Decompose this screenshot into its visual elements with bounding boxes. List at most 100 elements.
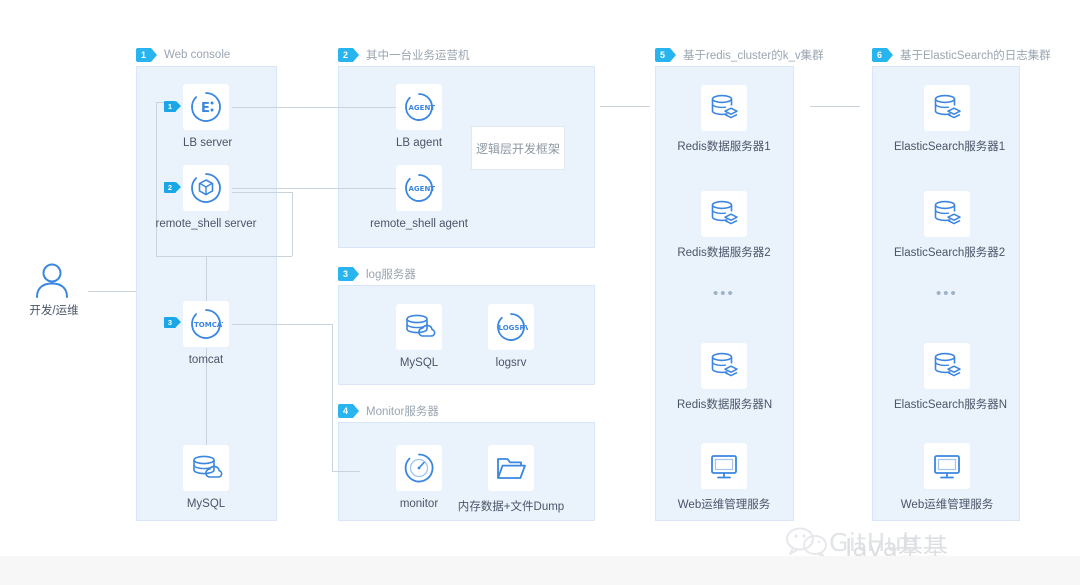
node-label: LB server (183, 137, 233, 149)
connector-bracket-top (156, 102, 170, 103)
connector-bracket-bottom (156, 256, 206, 257)
node-redis-2[interactable]: Redis数据服务器2 (677, 191, 771, 260)
svg-text:E: E (201, 101, 210, 116)
connector-tomcat-right (232, 324, 333, 325)
node-label: ElasticSearch服务器1 (894, 141, 1006, 153)
node-es-n[interactable]: ElasticSearch服务器N (894, 343, 1007, 412)
section-label-5: 基于redis_cluster的k_v集群 (683, 50, 824, 62)
section-number-4: 4 (338, 404, 359, 418)
watermark-github-text: GitHub (829, 527, 919, 557)
node-redis-1[interactable]: Redis数据服务器1 (677, 85, 771, 154)
node-logsrv[interactable]: LOGSRV logsrv (488, 304, 534, 369)
section-number-5: 5 (655, 48, 676, 62)
node-label: ElasticSearch服务器N (894, 399, 1008, 411)
es-ellipsis: ••• (936, 285, 958, 302)
database-stack-icon (924, 343, 970, 389)
connector-rs-right-down (292, 192, 293, 256)
tomcat-icon: TOMCAT (183, 301, 229, 347)
mysql-icon (396, 304, 442, 350)
node-remote-shell-agent[interactable]: AGENT remote_shell agent (370, 165, 468, 230)
section-header-log-server: 3 log服务器 (338, 266, 416, 282)
section-label-3: log服务器 (366, 269, 416, 281)
node-redis-web-ops[interactable]: Web运维管理服务 (678, 443, 770, 512)
user-icon (28, 262, 80, 298)
connector-redis-to-es (810, 106, 860, 107)
panel-monitor-server (338, 422, 595, 521)
node-lb-server[interactable]: E LB server (183, 84, 233, 149)
actor-label: 开发/运维 (29, 305, 79, 317)
node-memory-file-dump[interactable]: 内存数据+文件Dump (458, 445, 564, 514)
node-label: tomcat (188, 354, 224, 366)
section-label-2: 其中一台业务运营机 (366, 50, 470, 62)
connector-bracket-left (156, 102, 157, 256)
remote-shell-server-icon (183, 165, 229, 211)
gauge-icon (396, 445, 442, 491)
flag-badge-2: 2 (164, 182, 181, 193)
node-label: monitor (399, 498, 439, 510)
node-redis-n[interactable]: Redis数据服务器N (677, 343, 772, 412)
node-tomcat[interactable]: TOMCAT tomcat (183, 301, 229, 366)
flag-badge-1: 1 (164, 101, 181, 112)
connector-lb-server-to-lb-agent (232, 107, 406, 108)
flag-badge-3: 3 (164, 317, 181, 328)
node-label: MySQL (186, 498, 226, 510)
connector-rs-right (232, 192, 292, 193)
connector-actor-to-console (88, 291, 136, 292)
node-log-mysql[interactable]: MySQL (396, 304, 442, 369)
node-label: remote_shell agent (370, 218, 468, 230)
connector-tomcat-to-mysql (206, 348, 207, 445)
wechat-logo-icon (785, 527, 829, 557)
database-stack-icon (701, 191, 747, 237)
section-number-1: 1 (136, 48, 157, 62)
mysql-icon (183, 445, 229, 491)
monitor-screen-icon (924, 443, 970, 489)
connector-tomcat-down (332, 324, 333, 472)
logsrv-icon: LOGSRV (488, 304, 534, 350)
node-remote-shell-server[interactable]: remote_shell server (156, 165, 256, 230)
node-label: LB agent (396, 137, 443, 149)
bottom-strip (0, 556, 1080, 585)
folder-icon (488, 445, 534, 491)
connector-rs-server-to-rs-agent (232, 188, 406, 189)
section-label-6: 基于ElasticSearch的日志集群 (900, 50, 1051, 62)
node-web-console-mysql[interactable]: MySQL (183, 445, 229, 510)
connector-join-to-tomcat (206, 256, 292, 257)
agent-icon: AGENT (396, 165, 442, 211)
database-stack-icon (701, 85, 747, 131)
section-header-redis-cluster: 5 基于redis_cluster的k_v集群 (655, 47, 824, 63)
node-label: Web运维管理服务 (677, 499, 771, 511)
node-label: ElasticSearch服务器2 (894, 247, 1006, 259)
node-label: remote_shell server (155, 218, 257, 230)
svg-text:AGENT: AGENT (409, 104, 436, 112)
node-label: Redis数据服务器1 (677, 141, 771, 153)
section-number-3: 3 (338, 267, 359, 281)
connector-into-monitor (332, 471, 360, 472)
panel-log-server (338, 285, 595, 385)
svg-text:AGENT: AGENT (409, 185, 436, 193)
node-es-1[interactable]: ElasticSearch服务器1 (894, 85, 1005, 154)
lb-server-icon: E (183, 84, 229, 130)
node-label: MySQL (399, 357, 439, 369)
logic-framework-box: 逻辑层开发框架 (471, 126, 565, 170)
monitor-screen-icon (701, 443, 747, 489)
actor-developer-ops: 开发/运维 (28, 262, 80, 318)
agent-icon: AGENT (396, 84, 442, 130)
section-label-4: Monitor服务器 (366, 406, 439, 418)
section-label-1: Web console (164, 49, 231, 61)
node-label: Web运维管理服务 (900, 499, 994, 511)
node-label: 内存数据+文件Dump (457, 501, 565, 513)
database-stack-icon (701, 343, 747, 389)
database-stack-icon (924, 191, 970, 237)
section-number-6: 6 (872, 48, 893, 62)
section-number-2: 2 (338, 48, 359, 62)
redis-ellipsis: ••• (713, 285, 735, 302)
section-header-es-cluster: 6 基于ElasticSearch的日志集群 (872, 47, 1051, 63)
section-header-business-machine: 2 其中一台业务运营机 (338, 47, 470, 63)
node-es-web-ops[interactable]: Web运维管理服务 (901, 443, 993, 512)
node-monitor[interactable]: monitor (396, 445, 442, 510)
node-label: Redis数据服务器2 (677, 247, 771, 259)
node-es-2[interactable]: ElasticSearch服务器2 (894, 191, 1005, 260)
node-label: Redis数据服务器N (677, 399, 773, 411)
node-lb-agent[interactable]: AGENT LB agent (396, 84, 442, 149)
